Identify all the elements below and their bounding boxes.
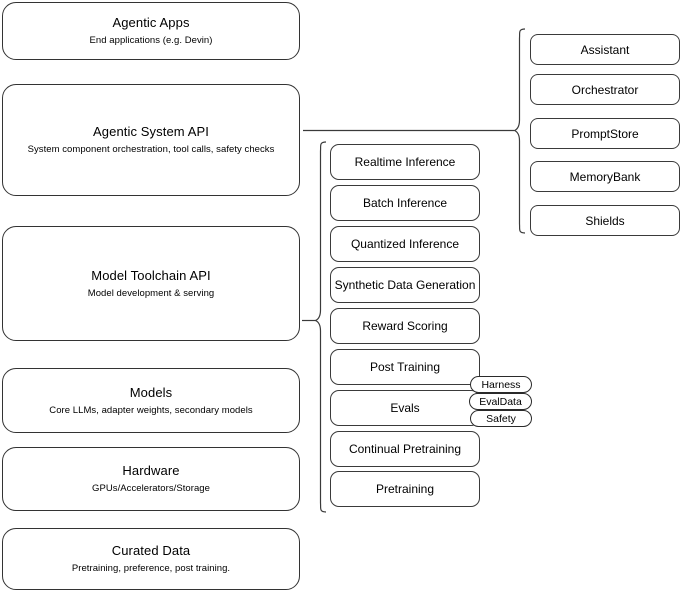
layer-box-hardware[interactable]: Hardware GPUs/Accelerators/Storage xyxy=(2,447,300,511)
system-component-label: Orchestrator xyxy=(571,82,639,97)
system-component-box-shields[interactable]: Shields xyxy=(530,205,680,236)
layer-box-models[interactable]: Models Core LLMs, adapter weights, secon… xyxy=(2,368,300,433)
capability-label: Realtime Inference xyxy=(354,155,456,169)
eval-subcomponent-harness[interactable]: Harness xyxy=(470,376,532,393)
layer-title: Curated Data xyxy=(111,543,191,558)
capability-label: Reward Scoring xyxy=(362,319,448,333)
capability-label: Continual Pretraining xyxy=(348,442,462,456)
system-component-label: Shields xyxy=(585,213,625,228)
capability-label: Pretraining xyxy=(375,482,435,496)
capability-label: Post Training xyxy=(369,360,441,374)
brace-system-components xyxy=(512,28,526,234)
capability-box-reward-scoring[interactable]: Reward Scoring xyxy=(330,308,480,344)
layer-subtitle: Model development & serving xyxy=(87,287,215,299)
layer-title: Hardware xyxy=(122,463,180,478)
layer-subtitle: Core LLMs, adapter weights, secondary mo… xyxy=(49,404,253,416)
layer-subtitle: GPUs/Accelerators/Storage xyxy=(92,483,210,494)
capability-box-synthetic-data-generation[interactable]: Synthetic Data Generation xyxy=(330,267,480,303)
layer-subtitle: Pretraining, preference, post training. xyxy=(71,563,231,574)
system-component-box-assistant[interactable]: Assistant xyxy=(530,34,680,65)
capability-box-continual-pretraining[interactable]: Continual Pretraining xyxy=(330,431,480,467)
capability-box-batch-inference[interactable]: Batch Inference xyxy=(330,185,480,221)
capability-box-quantized-inference[interactable]: Quantized Inference xyxy=(330,226,480,262)
system-component-box-promptstore[interactable]: PromptStore xyxy=(530,118,680,149)
capability-box-post-training[interactable]: Post Training xyxy=(330,349,480,385)
layer-box-model-toolchain-api[interactable]: Model Toolchain API Model development & … xyxy=(2,226,300,341)
layer-title: Model Toolchain API xyxy=(91,267,211,283)
eval-subcomponent-label: Safety xyxy=(486,412,516,425)
capability-label: Quantized Inference xyxy=(350,237,460,251)
layer-box-curated-data[interactable]: Curated Data Pretraining, preference, po… xyxy=(2,528,300,590)
layer-title: Models xyxy=(129,384,173,400)
eval-subcomponent-evaldata[interactable]: EvalData xyxy=(469,393,532,410)
eval-subcomponent-safety[interactable]: Safety xyxy=(470,410,532,427)
layer-box-agentic-system-api[interactable]: Agentic System API System component orch… xyxy=(2,84,300,196)
layer-subtitle: System component orchestration, tool cal… xyxy=(27,144,275,155)
capability-label: Batch Inference xyxy=(362,196,448,210)
layer-subtitle: End applications (e.g. Devin) xyxy=(89,35,213,46)
brace-toolchain-capabilities xyxy=(313,141,327,513)
system-component-box-orchestrator[interactable]: Orchestrator xyxy=(530,74,680,105)
capability-label: Synthetic Data Generation xyxy=(334,278,476,292)
capability-box-pretraining[interactable]: Pretraining xyxy=(330,471,480,507)
system-component-label: PromptStore xyxy=(571,126,639,141)
capability-box-evals[interactable]: Evals xyxy=(330,390,480,426)
layer-title: Agentic Apps xyxy=(112,15,190,30)
layer-title: Agentic System API xyxy=(93,124,209,139)
capability-box-realtime-inference[interactable]: Realtime Inference xyxy=(330,144,480,180)
capability-label: Evals xyxy=(390,401,420,415)
system-component-label: Assistant xyxy=(580,42,630,57)
layer-box-agentic-apps[interactable]: Agentic Apps End applications (e.g. Devi… xyxy=(2,2,300,60)
eval-subcomponent-label: Harness xyxy=(481,378,521,391)
eval-subcomponent-label: EvalData xyxy=(479,395,522,408)
system-component-label: MemoryBank xyxy=(569,169,641,184)
system-component-box-memorybank[interactable]: MemoryBank xyxy=(530,161,680,192)
